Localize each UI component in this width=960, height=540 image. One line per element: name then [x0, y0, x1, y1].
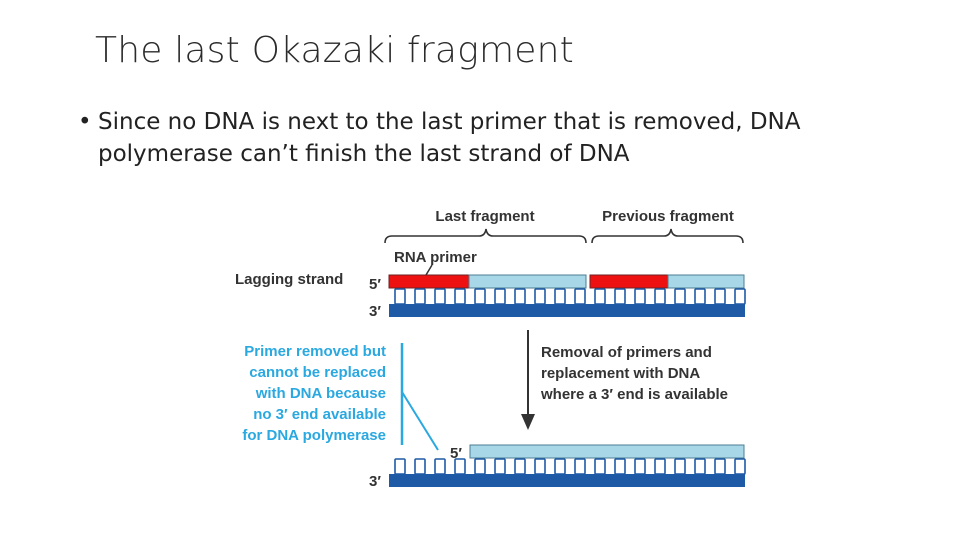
base-pair [654, 288, 666, 305]
base-pair [714, 458, 726, 475]
primer-removed-line5: for DNA polymerase [242, 427, 386, 444]
primer-removed-line1: Primer removed but [244, 343, 386, 360]
base-pair [714, 288, 726, 305]
base-pair [514, 288, 526, 305]
base-pair [734, 288, 746, 305]
base-pair [474, 458, 486, 475]
base-pair [414, 288, 426, 305]
base-pair [574, 288, 586, 305]
completed-dna-strand [469, 444, 745, 459]
primer-removed-pointer [401, 391, 439, 451]
base-pair [394, 288, 406, 305]
five-prime-bottom: 5′ [450, 445, 462, 462]
base-pair [594, 458, 606, 475]
base-pair [434, 458, 446, 475]
base-pair [554, 458, 566, 475]
base-pair [694, 288, 706, 305]
removal-line3: where a 3′ end is available [540, 386, 728, 403]
base-pair [674, 458, 686, 475]
base-pair [414, 458, 426, 475]
previous-fragment-dna [667, 274, 745, 289]
bullet-marker: • [78, 109, 92, 135]
base-pair [634, 288, 646, 305]
last-rna-primer [388, 274, 470, 289]
base-pair [614, 458, 626, 475]
primer-removed-line3: with DNA because [255, 385, 386, 402]
removal-arrow-head [521, 414, 535, 430]
base-pair [734, 458, 746, 475]
last-fragment-dna [468, 274, 587, 289]
slide-title: The last Okazaki fragment [95, 30, 574, 71]
base-pair [454, 458, 466, 475]
bottom-template-strand [389, 474, 745, 487]
removal-line1: Removal of primers and [541, 344, 712, 361]
three-prime-top: 3′ [369, 303, 381, 320]
base-pair [514, 458, 526, 475]
base-pair [434, 288, 446, 305]
base-pair [634, 458, 646, 475]
base-pair [394, 458, 406, 475]
base-pair [614, 288, 626, 305]
removal-line2: replacement with DNA [541, 365, 700, 382]
bullet-text: Since no DNA is next to the last primer … [98, 109, 801, 167]
top-template-strand [389, 304, 745, 317]
last-fragment-brace [384, 228, 587, 244]
base-pair [654, 458, 666, 475]
base-pair [534, 458, 546, 475]
previous-fragment-brace [591, 228, 744, 244]
base-pair [694, 458, 706, 475]
base-pair [494, 288, 506, 305]
previous-fragment-label: Previous fragment [602, 208, 734, 225]
base-pair [554, 288, 566, 305]
base-pair [474, 288, 486, 305]
primer-removed-line4: no 3′ end available [253, 406, 386, 423]
last-fragment-label: Last fragment [435, 208, 534, 225]
lagging-strand-label: Lagging strand [235, 271, 343, 288]
bullet-point: • Since no DNA is next to the last prime… [78, 106, 908, 170]
top-base-pairs [394, 288, 746, 305]
base-pair [454, 288, 466, 305]
rna-primer-label: RNA primer [394, 249, 477, 266]
previous-rna-primer [589, 274, 669, 289]
base-pair [494, 458, 506, 475]
base-pair [674, 288, 686, 305]
base-pair [574, 458, 586, 475]
five-prime-top: 5′ [369, 276, 381, 293]
bottom-base-pairs [394, 458, 746, 475]
primer-removed-line2: cannot be replaced [249, 364, 386, 381]
base-pair [594, 288, 606, 305]
base-pair [534, 288, 546, 305]
three-prime-bottom: 3′ [369, 473, 381, 490]
